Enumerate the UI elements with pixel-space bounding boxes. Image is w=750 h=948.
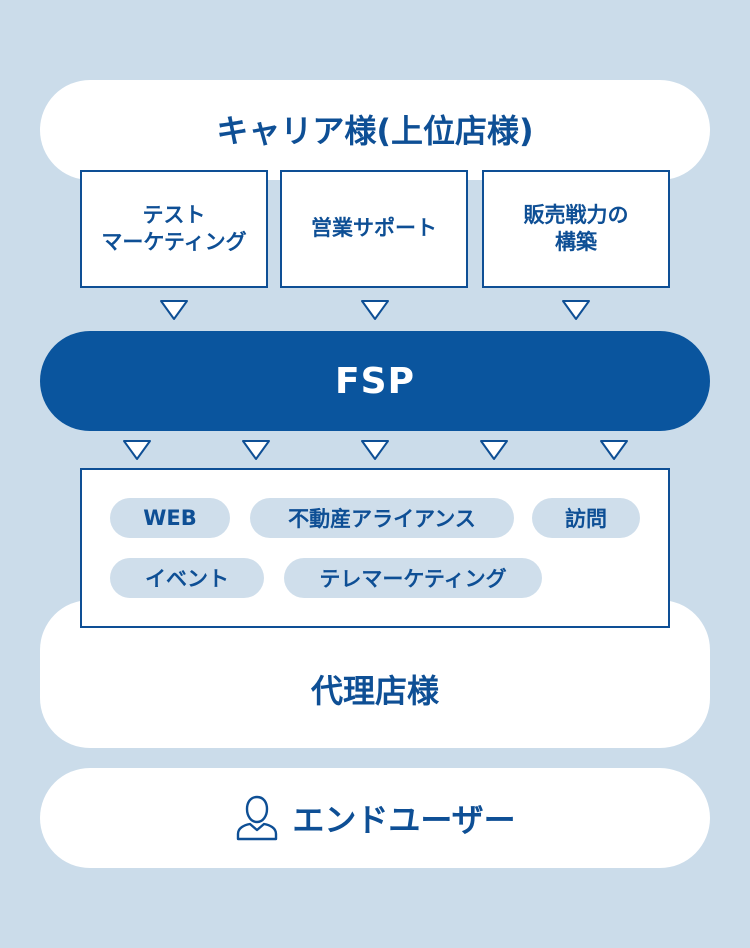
carrier-label: キャリア様(上位店様) [216,112,534,150]
channel-tag-telemarketing: テレマーケティング [284,558,542,598]
end-user-pill: エンドユーザー [40,768,710,868]
fsp-pill: FSP [40,331,710,431]
service-label: 営業サポート [311,216,437,241]
end-user-label: エンドユーザー [292,801,516,839]
down-arrow-icon [600,440,628,460]
channels-box: WEB 不動産アライアンス 訪問 イベント テレマーケティング [80,468,670,628]
channel-tag-event: イベント [110,558,264,598]
service-label: 販売戦力の 構築 [523,202,629,254]
channel-label: テレマーケティング [319,567,507,591]
down-arrow-icon [361,440,389,460]
channel-tag-real-estate: 不動産アライアンス [250,498,514,538]
channel-label: イベント [145,567,229,591]
channel-label: 訪問 [565,507,607,531]
down-arrow-icon [242,440,270,460]
service-box-sales-support: 営業サポート [280,170,468,288]
person-icon [237,795,278,841]
agency-label: 代理店様 [310,672,439,710]
channel-tag-visit: 訪問 [532,498,640,538]
service-box-test-marketing: テスト マーケティング [80,170,268,288]
down-arrow-icon [160,300,188,320]
service-box-sales-force: 販売戦力の 構築 [482,170,670,288]
down-arrow-icon [123,440,151,460]
channel-tag-web: WEB [110,498,230,538]
down-arrow-icon [361,300,389,320]
service-label: テスト マーケティング [101,202,247,254]
down-arrow-icon [562,300,590,320]
fsp-label: FSP [335,360,415,402]
channel-label: 不動産アライアンス [288,507,476,531]
down-arrow-icon [480,440,508,460]
channel-label: WEB [143,506,197,530]
carrier-pill: キャリア様(上位店様) [40,80,710,180]
